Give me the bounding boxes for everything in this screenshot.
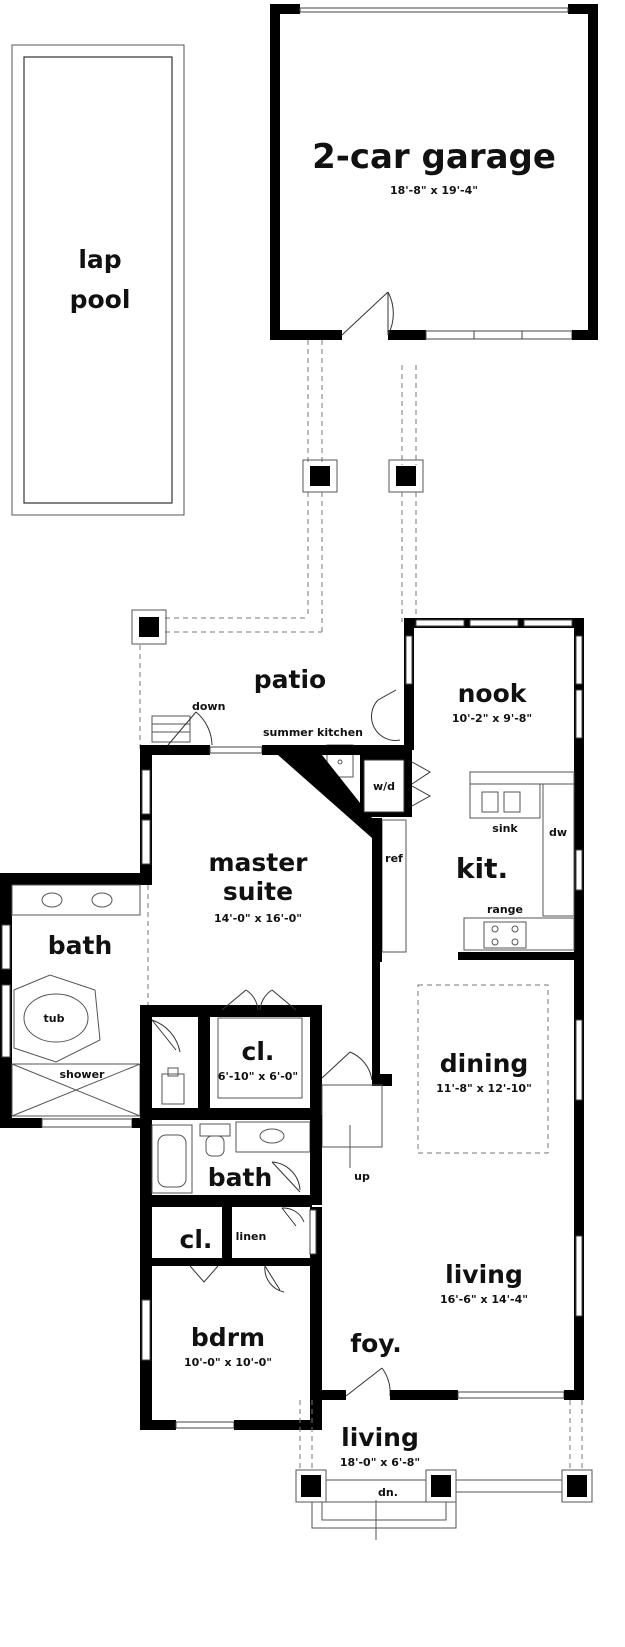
pergola-walkway [131, 340, 424, 752]
sink-label: sink [492, 822, 518, 835]
master-closet-label: cl. [242, 1037, 275, 1066]
master-closet: cl. 6'-10" x 6'-0" [152, 989, 392, 1120]
garage-label: 2-car garage [312, 137, 556, 177]
dining-label: dining [440, 1049, 529, 1078]
closet-linen: cl. linen [152, 1207, 322, 1397]
garage-dims: 18'-8" x 19'-4" [390, 184, 478, 197]
pool-label-2: pool [70, 285, 131, 314]
living-label: living [445, 1260, 523, 1289]
master-dims: 14'-0" x 16'-0" [214, 912, 302, 925]
kitchen-label: kit. [456, 852, 508, 885]
bath2-label: bath [208, 1163, 273, 1192]
nook-label: nook [458, 679, 528, 708]
up-label: up [354, 1170, 370, 1183]
porch-dims: 18'-0" x 6'-8" [340, 1456, 420, 1469]
dining-dims: 11'-8" x 12'-10" [436, 1082, 532, 1095]
master-label-1: master [208, 848, 308, 877]
master-bath: bath tub shower [0, 873, 181, 1128]
lap-pool: lap pool [11, 44, 185, 516]
bedroom-label: bdrm [191, 1323, 265, 1352]
range-label: range [487, 903, 523, 916]
summer-kitchen-label: summer kitchen [263, 726, 363, 739]
master-closet-dims: 6'-10" x 6'-0" [218, 1070, 298, 1083]
master-label-2: suite [223, 877, 293, 906]
closet2-label: cl. [180, 1225, 213, 1254]
master-suite: w/d master suite 14'-0" x 16'-0" [140, 745, 432, 1078]
tub-label: tub [44, 1012, 65, 1025]
dw-label: dw [549, 826, 567, 839]
foyer-label: foy. [350, 1329, 402, 1358]
ref-label: ref [385, 852, 403, 865]
nook-kitchen: nook 10'-2" x 9'-8" sink dw kit. range r… [376, 618, 584, 962]
wd-label: w/d [373, 780, 395, 793]
bedroom-dims: 10'-0" x 10'-0" [184, 1356, 272, 1369]
master-bath-label: bath [48, 931, 113, 960]
stairs: up [321, 1084, 383, 1183]
living-dims: 16'-6" x 14'-4" [440, 1293, 528, 1306]
patio-label: patio [254, 665, 326, 694]
dn-label: dn. [378, 1486, 398, 1499]
patio: patio down summer kitchen [151, 665, 401, 778]
linen-label: linen [236, 1230, 267, 1243]
pool-label-1: lap [78, 245, 121, 274]
shower-label: shower [60, 1068, 106, 1081]
garage: 2-car garage 18'-8" x 19'-4" [270, 4, 598, 340]
dining: dining 11'-8" x 12'-10" [417, 958, 584, 1398]
foyer: foy. [322, 1329, 584, 1400]
front-porch: living 18'-0" x 6'-8" dn. [295, 1400, 593, 1540]
bedroom: bdrm 10'-0" x 10'-0" [140, 1299, 322, 1430]
living: living 16'-6" x 14'-4" [440, 1260, 528, 1306]
bath-2: bath [140, 1115, 322, 1428]
nook-dims: 10'-2" x 9'-8" [452, 712, 532, 725]
porch-label: living [341, 1423, 419, 1452]
down-label: down [192, 700, 225, 713]
